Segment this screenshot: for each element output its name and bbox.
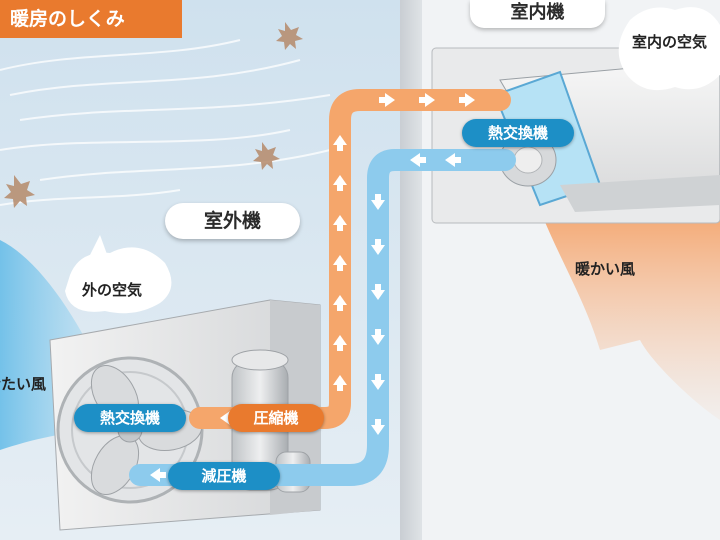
maple-leaf-icon (276, 22, 303, 50)
indoor-air-label: 室内の空気 (632, 33, 708, 51)
wind-swirl-icon (0, 39, 331, 206)
outdoor-heat-exchanger-label: 熱交換機 (74, 404, 186, 432)
wall (400, 0, 422, 540)
warm-air-label: 暖かい風 (575, 260, 636, 278)
expansion-valve-label: 減圧機 (168, 462, 280, 490)
warm-air-flow (540, 210, 720, 420)
maple-leaf-icon (253, 142, 280, 170)
cold-air-label: 冷たい風 (0, 375, 47, 393)
speech-bubble-icon (65, 7, 720, 314)
compressor-label: 圧縮機 (228, 404, 324, 432)
page-title: 暖房のしくみ (0, 0, 182, 38)
outdoor-air-label: 外の空気 (82, 281, 143, 299)
indoor-unit-label: 室内機 (470, 0, 605, 28)
indoor-heat-exchanger-label: 熱交換機 (462, 119, 574, 147)
maple-leaf-icon (4, 175, 35, 208)
outdoor-unit-label: 室外機 (165, 203, 300, 239)
cold-refrigerant-pipe (129, 149, 516, 486)
